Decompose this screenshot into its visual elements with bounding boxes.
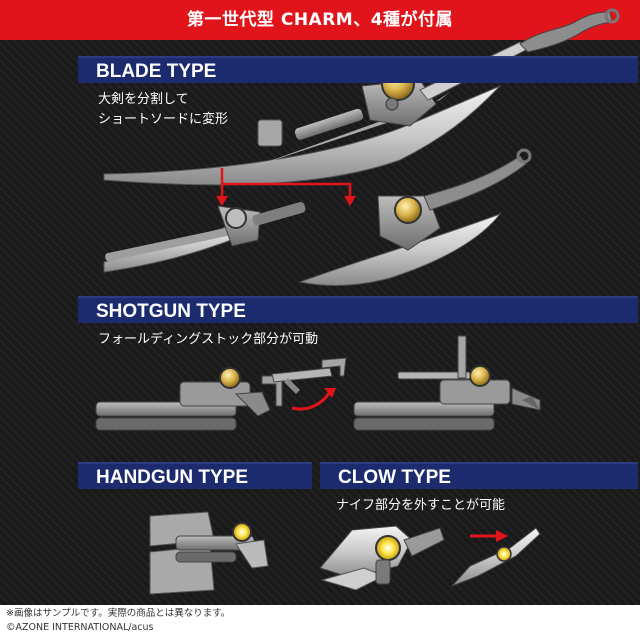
- product-panel: 第一世代型 CHARM、4種が付属: [0, 0, 640, 605]
- footer-note: ※画像はサンプルです。実際の商品とは異なります。: [6, 608, 231, 619]
- clow-knife: [451, 527, 541, 587]
- handgun-pieces: [149, 511, 269, 595]
- fold-arrow-head: [324, 388, 336, 398]
- top-banner: 第一世代型 CHARM、4種が付属: [0, 0, 640, 40]
- shotgun-left: [95, 357, 347, 431]
- split-arrow-head-right: [344, 196, 356, 206]
- detach-arrow-head: [496, 530, 508, 542]
- shotgun-caption: フォールディングストック部分が可動: [98, 332, 319, 347]
- clow-type-header: CLOW TYPE: [320, 462, 638, 489]
- weapons-illustration: [95, 8, 620, 595]
- footer: ※画像はサンプルです。実際の商品とは異なります。 ©AZONE INTERNAT…: [6, 607, 636, 635]
- split-arrow-head-left: [216, 196, 228, 206]
- blade-type-header: BLADE TYPE: [78, 56, 638, 83]
- clow-weapon: [319, 525, 445, 591]
- blade-short-sword-left: [103, 202, 306, 273]
- footer-copyright: ©AZONE INTERNATIONAL/acus: [6, 622, 154, 633]
- fold-arrow: [291, 391, 332, 411]
- shotgun-type-header: SHOTGUN TYPE: [78, 296, 638, 323]
- handgun-type-header: HANDGUN TYPE: [78, 462, 312, 489]
- shotgun-right: [353, 335, 541, 431]
- blade-short-sword-right: [298, 148, 532, 286]
- blade-caption-line2: ショートソードに変形: [98, 112, 229, 127]
- blade-caption-line1: 大剣を分割して: [98, 92, 189, 107]
- split-arrows: [220, 168, 352, 198]
- clow-caption: ナイフ部分を外すことが可能: [336, 498, 506, 513]
